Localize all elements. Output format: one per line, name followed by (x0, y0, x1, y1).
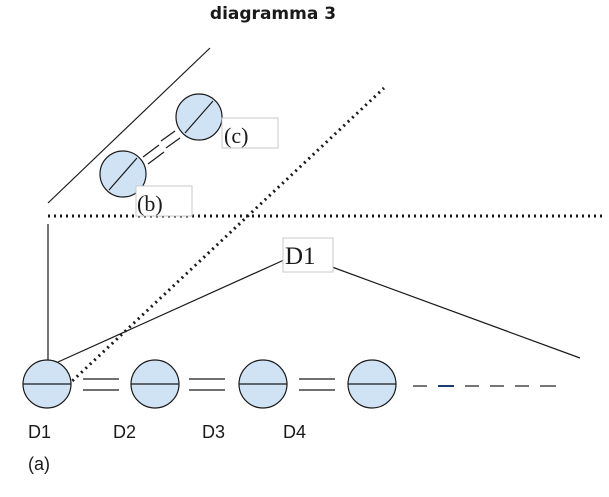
label-disk-d3: D3 (202, 422, 225, 442)
label-d1-box: D1 (285, 243, 316, 270)
label-disk-d1: D1 (28, 422, 51, 442)
label-box-b (135, 185, 193, 217)
label-box-d1 (282, 237, 334, 273)
disk-d1 (22, 359, 72, 409)
disk-b (99, 150, 147, 198)
label-disk-d4: D4 (283, 422, 306, 442)
disk-d2 (130, 359, 180, 409)
double-dash-3 (299, 378, 335, 391)
label-c: (c) (224, 123, 248, 148)
disk-d4 (347, 359, 397, 409)
disk-d3 (238, 359, 288, 409)
d1-connector-left (57, 259, 285, 363)
double-dash-2 (189, 378, 225, 391)
diagram-title: diagramma 3 (209, 4, 337, 24)
diagonal-double-dash (142, 130, 181, 165)
upper-diagonal-line (47, 47, 211, 204)
double-dash-1 (83, 378, 119, 391)
d1-connector-right (331, 266, 581, 359)
disk-c (175, 93, 223, 141)
label-box-c (221, 117, 279, 149)
dotted-diagonal-line (66, 86, 386, 387)
label-b: (b) (137, 191, 163, 216)
label-disk-d2: D2 (113, 422, 136, 442)
label-a: (a) (28, 454, 50, 474)
